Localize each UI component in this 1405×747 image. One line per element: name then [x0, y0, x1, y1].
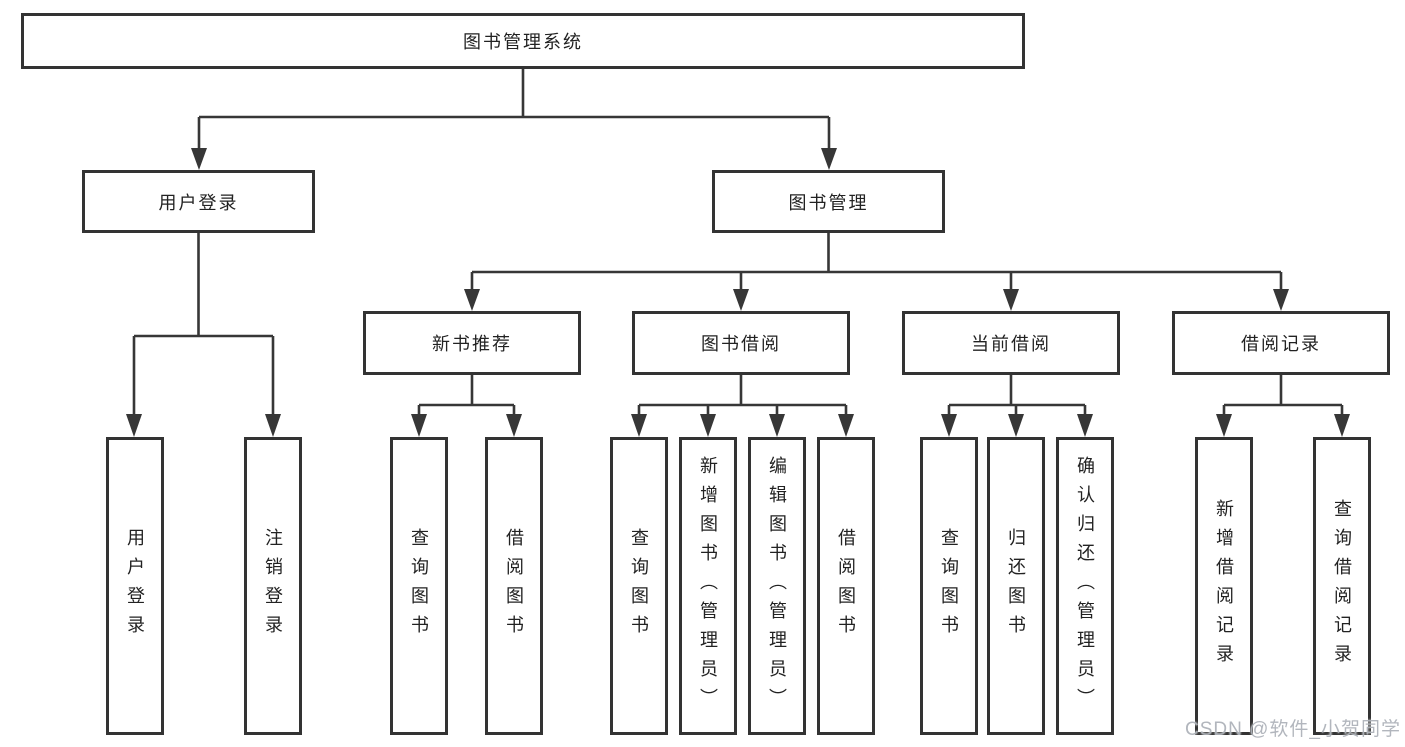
leaf-borrow-books-1-label: 借阅图书 [504, 528, 524, 644]
node-current-borrow: 当前借阅 [902, 311, 1120, 375]
leaf-query-books-2-label: 查询图书 [629, 528, 649, 644]
leaf-borrow-books-1: 借阅图书 [485, 437, 543, 735]
tree-edges [132, 66, 1344, 418]
leaf-query-books-1-label: 查询图书 [409, 528, 429, 644]
leaf-user-login: 用户登录 [106, 437, 164, 735]
leaf-query-borrow-record: 查询借阅记录 [1313, 437, 1371, 735]
leaf-add-book-admin-label: 新增图书（管理员） [698, 455, 718, 717]
leaf-edit-book-admin: 编辑图书（管理员） [748, 437, 806, 735]
node-book-management-label: 图书管理 [788, 192, 869, 213]
node-current-borrow-label: 当前借阅 [971, 334, 1051, 354]
csdn-watermark: CSDN @软件_小贺同学 [1185, 719, 1401, 740]
leaf-query-books-3: 查询图书 [920, 437, 978, 735]
leaf-return-book-label: 归还图书 [1006, 528, 1026, 644]
leaf-logout-label: 注销登录 [263, 528, 283, 644]
leaf-borrow-books-2-label: 借阅图书 [836, 528, 856, 644]
leaf-edit-book-admin-label: 编辑图书（管理员） [767, 455, 787, 717]
leaf-confirm-return-admin-label: 确认归还（管理员） [1075, 455, 1095, 717]
node-borrow-records: 借阅记录 [1172, 311, 1390, 375]
node-root: 图书管理系统 [21, 13, 1025, 69]
node-borrow-records-label: 借阅记录 [1241, 334, 1321, 354]
leaf-add-book-admin: 新增图书（管理员） [679, 437, 737, 735]
leaf-user-login-label: 用户登录 [125, 528, 145, 644]
leaf-query-books-3-label: 查询图书 [939, 528, 959, 644]
node-book-borrow-label: 图书借阅 [701, 334, 781, 354]
leaf-query-borrow-record-label: 查询借阅记录 [1332, 499, 1352, 673]
node-user-login-label: 用户登录 [158, 192, 239, 213]
leaf-query-books-1: 查询图书 [390, 437, 448, 735]
leaf-add-borrow-record: 新增借阅记录 [1195, 437, 1253, 735]
node-book-borrow: 图书借阅 [632, 311, 850, 375]
leaf-logout: 注销登录 [244, 437, 302, 735]
node-root-label: 图书管理系统 [463, 32, 583, 52]
leaf-confirm-return-admin: 确认归还（管理员） [1056, 437, 1114, 735]
node-new-book-recommend: 新书推荐 [363, 311, 581, 375]
node-book-management: 图书管理 [712, 170, 945, 233]
leaf-borrow-books-2: 借阅图书 [817, 437, 875, 735]
node-user-login: 用户登录 [82, 170, 315, 233]
node-new-book-recommend-label: 新书推荐 [432, 334, 512, 354]
leaf-query-books-2: 查询图书 [610, 437, 668, 735]
leaf-return-book: 归还图书 [987, 437, 1045, 735]
arrowheads [126, 148, 1350, 437]
leaf-add-borrow-record-label: 新增借阅记录 [1214, 499, 1234, 673]
